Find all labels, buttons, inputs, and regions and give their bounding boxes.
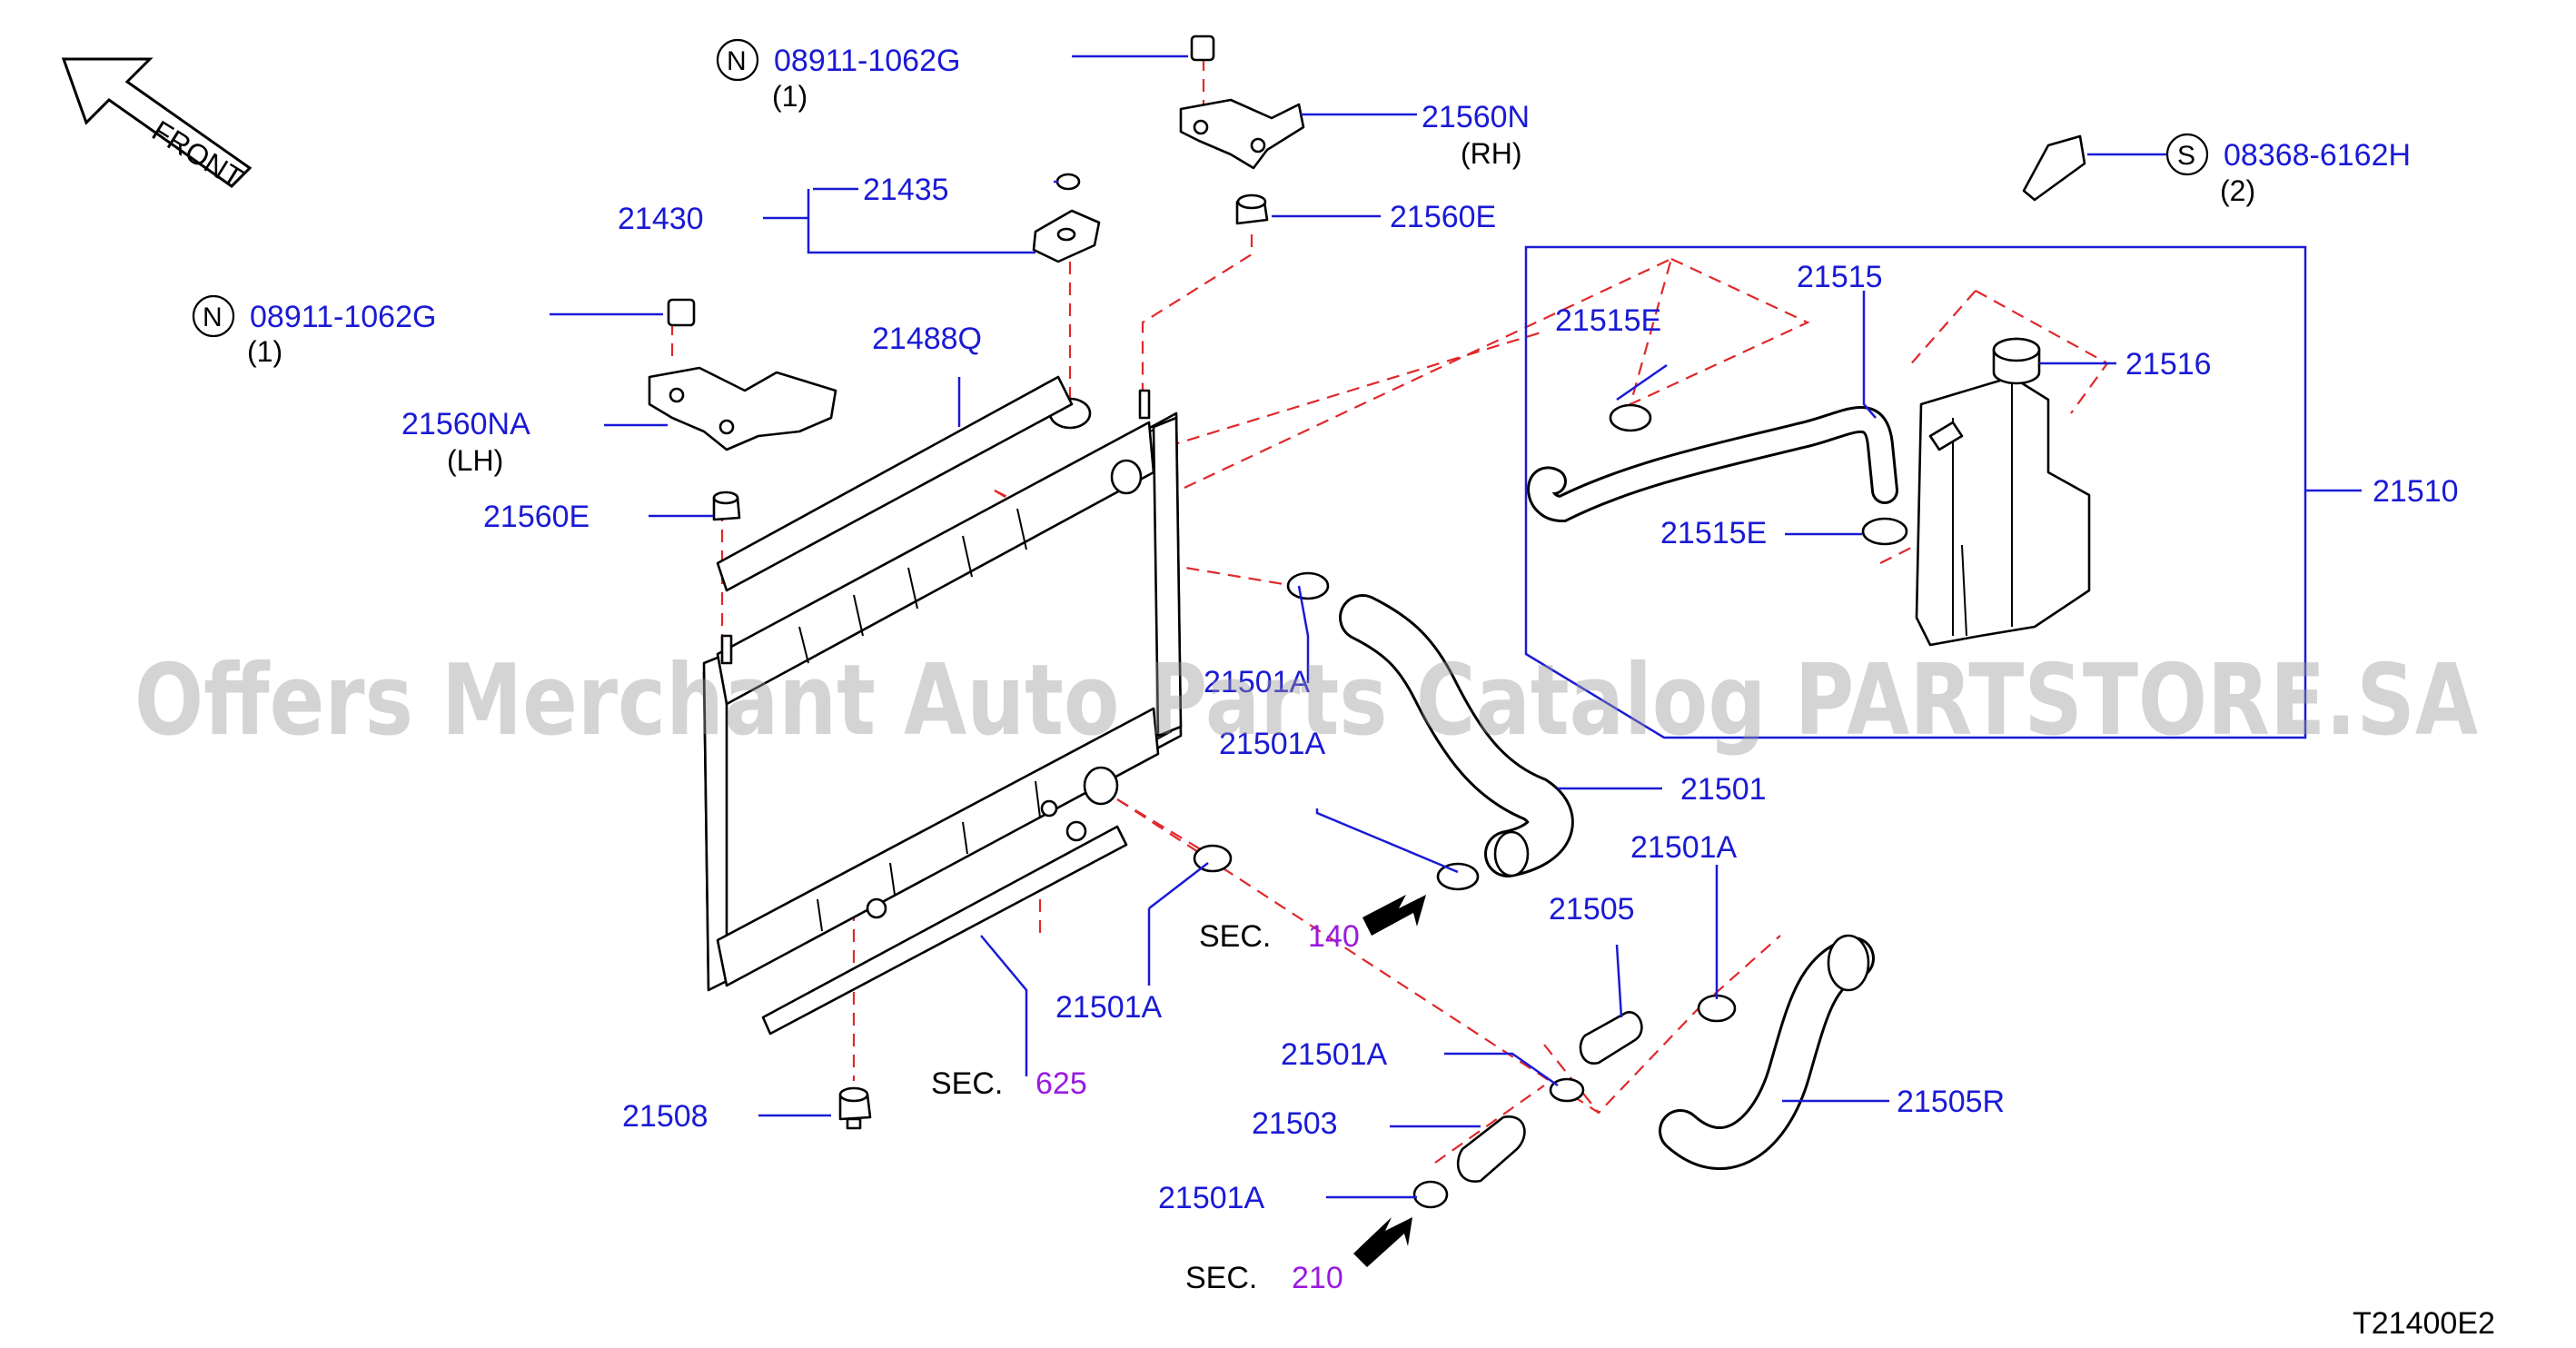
front-arrow-icon: FRONT [61, 57, 253, 194]
part-label[interactable]: 21501A [1204, 665, 1311, 699]
callout-symbol: N [727, 46, 747, 76]
mount-bushing-21560e-left [712, 491, 741, 521]
upper-bracket-lh [648, 298, 837, 451]
part-label[interactable]: 21560NA [401, 407, 530, 441]
diagram-code: T21400E2 [2353, 1306, 2495, 1341]
callout-symbol: N [203, 302, 223, 332]
qty-label: (1) [772, 80, 807, 113]
part-label[interactable]: 21515E [1555, 303, 1661, 338]
part-label[interactable]: 21560E [483, 500, 590, 534]
part-label[interactable]: 21516 [2125, 347, 2212, 382]
leader-lines [550, 55, 2166, 1199]
hose-21505 [1579, 1011, 1643, 1065]
sec-ref-625[interactable]: SEC. 625 [931, 1066, 1087, 1101]
watermark-text: Offers Merchant Auto Parts Catalog PARTS… [134, 644, 2478, 758]
front-label: FRONT [146, 114, 249, 194]
radiator-core [702, 389, 1183, 992]
qty-label: (2) [2220, 174, 2255, 207]
drain-plug-21508 [838, 1086, 872, 1130]
qty-label: (1) [247, 335, 282, 368]
part-label[interactable]: 21510 [2373, 474, 2459, 509]
hose-clamp-icon [1193, 571, 1737, 1209]
part-label[interactable]: 21560E [1390, 200, 1496, 234]
part-label[interactable]: 21515 [1797, 260, 1883, 294]
side-label: (RH) [1461, 137, 1522, 170]
pad-21430 [1032, 173, 1101, 263]
upper-bracket-rh [1179, 35, 1305, 170]
sec-ref-210[interactable]: SEC. 210 [1185, 1261, 1343, 1295]
hose-clip-21515e-b [1861, 517, 1908, 546]
sec-number: 210 [1292, 1261, 1343, 1295]
sec-prefix: SEC. [1199, 919, 1271, 954]
sec-ref-140[interactable]: SEC. 140 [1199, 919, 1360, 954]
hose-clip-21515e-a [1609, 403, 1652, 432]
part-label[interactable]: 21501A [1630, 830, 1738, 865]
sec-number: 625 [1035, 1066, 1087, 1101]
part-label[interactable]: 21505R [1897, 1085, 2005, 1119]
part-label[interactable]: 21503 [1252, 1106, 1338, 1141]
part-label[interactable]: 21501 [1680, 772, 1767, 807]
callout-n-top: N [716, 38, 759, 82]
part-label[interactable]: 21430 [618, 202, 704, 236]
part-label[interactable]: 21505 [1549, 892, 1635, 927]
part-label[interactable]: 21501A [1158, 1181, 1265, 1215]
sec-prefix: SEC. [931, 1066, 1003, 1101]
sec140-arrow-icon [1362, 895, 1426, 936]
part-label[interactable]: 21501A [1055, 990, 1163, 1025]
sec210-arrow-icon [1353, 1217, 1412, 1267]
reservoir-assembly-box [1524, 245, 2307, 739]
part-label[interactable]: 21501A [1281, 1037, 1388, 1072]
part-label[interactable]: 21560N [1422, 100, 1530, 134]
sec-number: 140 [1308, 919, 1360, 954]
callout-s-right: S [2165, 133, 2209, 176]
part-label[interactable]: 21488Q [872, 322, 982, 356]
part-label[interactable]: 08368-6162H [2224, 138, 2411, 173]
part-label[interactable]: 08911-1062G [774, 44, 960, 78]
bolt-08368-icon [2022, 134, 2086, 202]
seal-strip-21488q [716, 375, 1074, 592]
mount-bushing-21560e-top [1235, 193, 1269, 225]
hose-21503 [1456, 1115, 1526, 1183]
part-label[interactable]: 21508 [622, 1099, 708, 1134]
sec-prefix: SEC. [1185, 1261, 1257, 1295]
part-label[interactable]: 21435 [863, 173, 949, 207]
part-label[interactable]: 21501A [1219, 727, 1326, 761]
side-label: (LH) [447, 444, 503, 477]
reservoir-tank [1915, 337, 2091, 647]
callout-n-left: N [192, 294, 235, 338]
part-label[interactable]: 08911-1062G [250, 300, 436, 334]
part-label[interactable]: 21515E [1660, 516, 1767, 550]
callout-symbol: S [2177, 141, 2195, 171]
lower-seal-strip [761, 825, 1128, 1036]
